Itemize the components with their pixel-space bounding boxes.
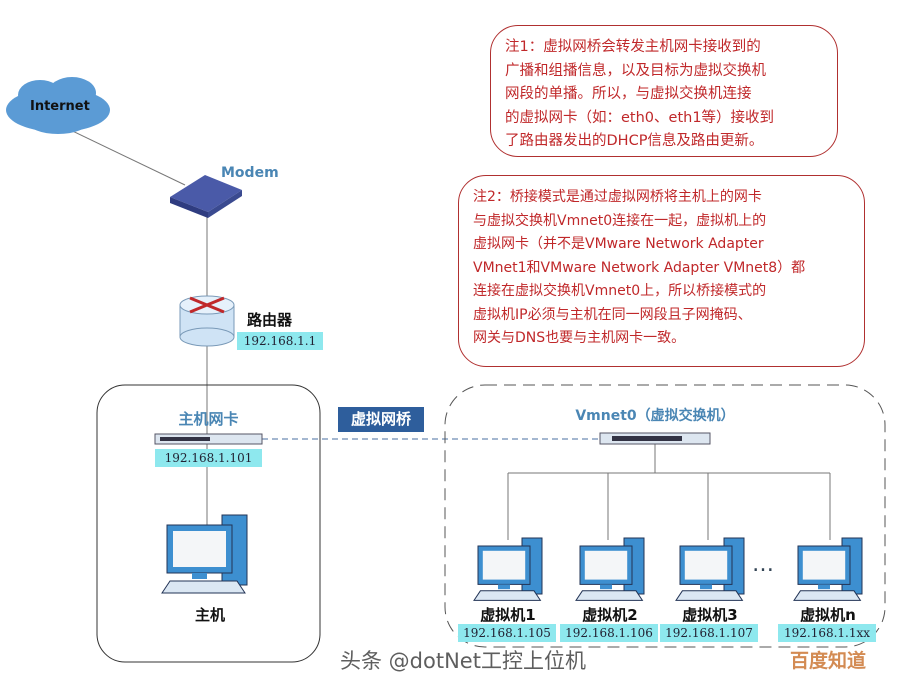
vm-name: 虚拟机n: [800, 606, 856, 624]
vm-pc-icon: [793, 537, 863, 601]
vm-pc-icon: [473, 537, 543, 601]
internet-cloud-icon: [6, 77, 110, 134]
vm-name: 虚拟机3: [682, 606, 738, 624]
internet-label: Internet: [30, 99, 90, 114]
router-label: 路由器: [247, 311, 293, 329]
host-box: [96, 384, 321, 663]
vm-name: 虚拟机1: [480, 606, 536, 624]
note-1: 注1：虚拟网桥会转发主机网卡接收到的广播和组播信息，以及目标为虚拟交换机网段的单…: [490, 25, 838, 157]
virtual-bridge-label: 虚拟网桥: [338, 407, 424, 432]
vm-pc-icon: [575, 537, 645, 601]
vm-ellipsis: …: [752, 552, 774, 577]
modem-label: Modem: [221, 165, 279, 181]
host-pc-icon: [161, 514, 248, 594]
vmnet-box: [444, 384, 886, 648]
router-ip: 192.168.1.1: [237, 332, 323, 350]
vm-ip: 192.168.1.1xx: [778, 624, 876, 642]
vm-name: 虚拟机2: [582, 606, 638, 624]
host-nic-icon: [154, 433, 263, 445]
vm-ip: 192.168.1.105: [458, 624, 556, 642]
host-pc-label: 主机: [194, 606, 225, 624]
vm-ip: 192.168.1.106: [560, 624, 658, 642]
vm-pc-icon: [675, 537, 745, 601]
router-icon: [179, 295, 235, 347]
watermark-toutiao: 头条 @dotNet工控上位机: [340, 649, 586, 673]
host-nic-label: 主机网卡: [178, 410, 239, 428]
modem-icon: [170, 175, 242, 218]
host-nic-ip: 192.168.1.101: [155, 449, 262, 467]
vmnet-switch-icon: [599, 432, 711, 445]
internet-modem-link: [59, 124, 186, 186]
note-2: 注2：桥接模式是通过虚拟网桥将主机上的网卡与虚拟交换机Vmnet0连接在一起，虚…: [458, 175, 865, 367]
switch-links: [507, 444, 831, 540]
vm-ip: 192.168.1.107: [660, 624, 758, 642]
vmnet-label: Vmnet0（虚拟交换机）: [575, 408, 735, 424]
watermark-baidu: 百度知道: [790, 650, 867, 672]
